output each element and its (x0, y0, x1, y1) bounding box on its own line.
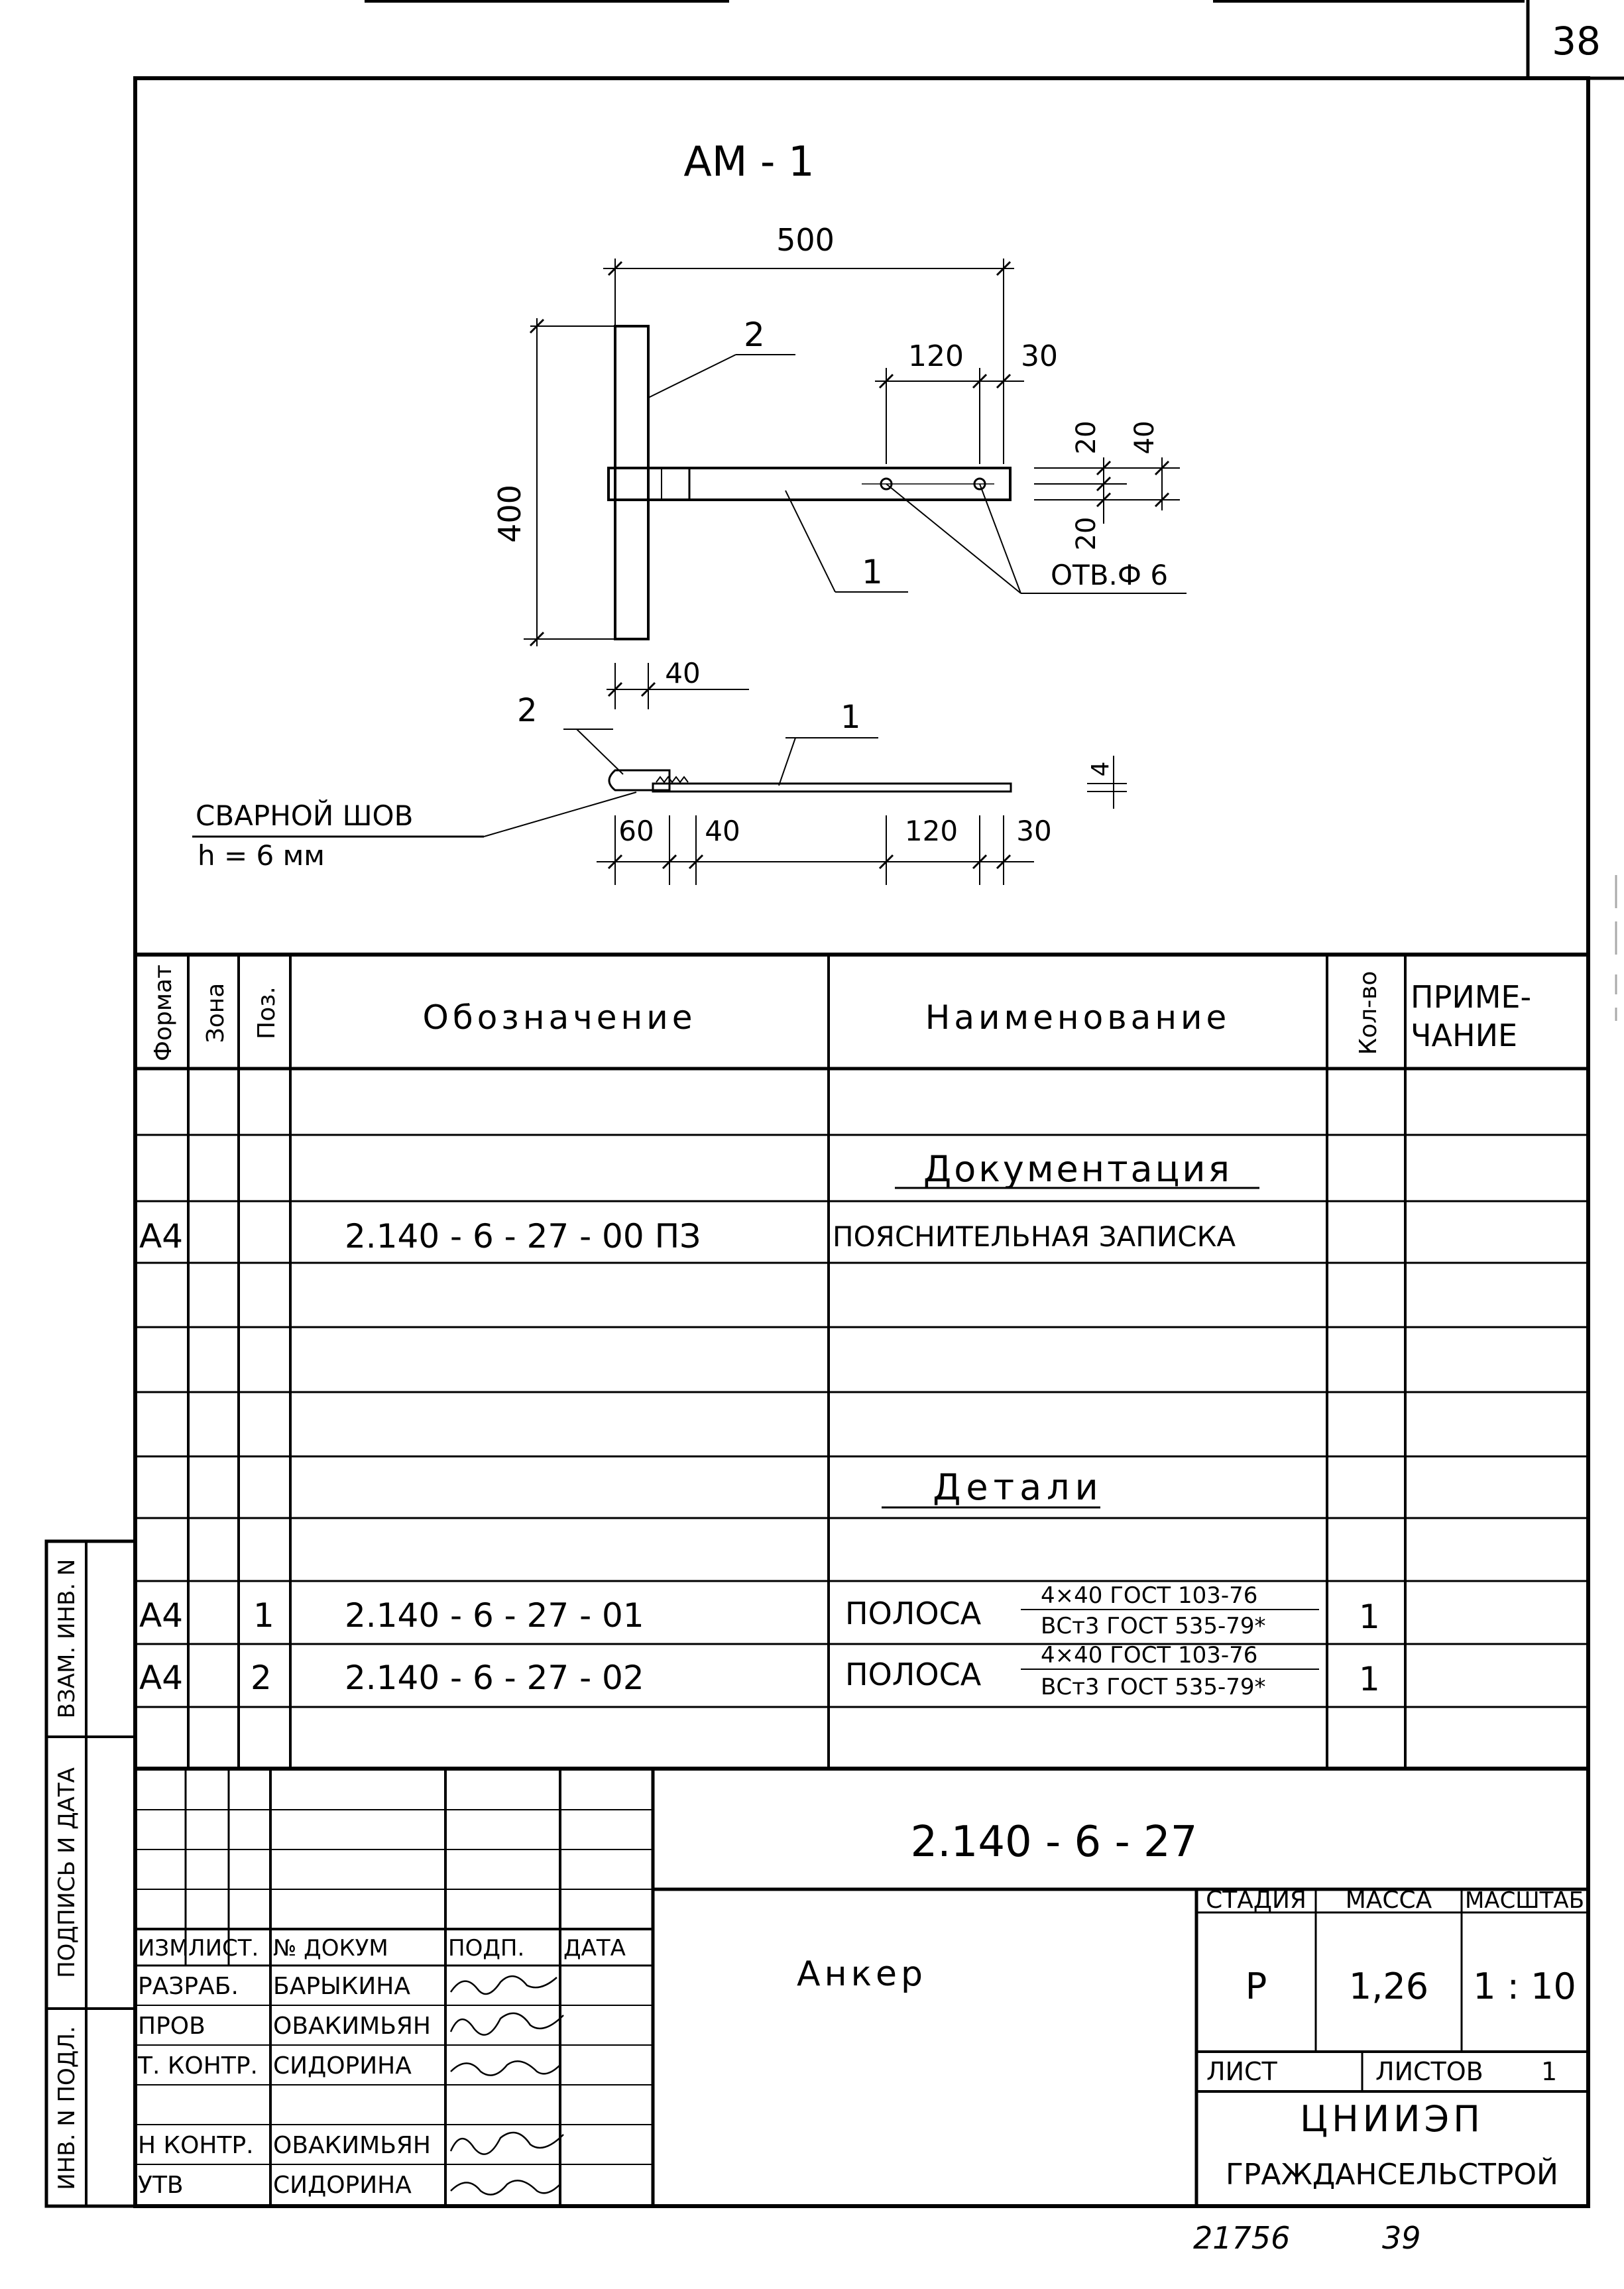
role: РАЗРАБ. (138, 1973, 239, 2000)
part-row-designation: 2.140 - 6 - 27 - 02 (345, 1659, 644, 1697)
header-qty: Кол-во (1355, 971, 1382, 1055)
footer-code: 21756 (1193, 2220, 1290, 2256)
section-documentation: Документация (923, 1148, 1232, 1190)
footer-page: 39 (1382, 2220, 1421, 2256)
hdr-podp: ПОДП. (448, 1935, 524, 1962)
part-row-name: ПОЛОСА (845, 1657, 982, 1692)
org-line-1: ЦНИИЭП (1300, 2098, 1484, 2140)
strip-sign-date: ПОДПИСЬ И ДАТА (54, 1767, 80, 1978)
org-line-2: ГРАЖДАНСЕЛЬСТРОЙ (1226, 2156, 1558, 2192)
part-row-qty: 1 (1359, 1660, 1380, 1698)
person-name: СИДОРИНА (273, 2172, 412, 2199)
header-note-1: ПРИМЕ- (1411, 979, 1531, 1015)
role: ПРОВ (138, 2013, 205, 2040)
scale-value: 1 : 10 (1473, 1966, 1576, 2007)
post-plate (614, 325, 650, 640)
callout-pos2-side: 2 (517, 692, 538, 729)
sheets-value: 1 (1541, 2057, 1557, 2086)
weld-note-label: СВАРНОЙ ШОВ (196, 799, 413, 832)
section-parts: Детали (933, 1466, 1104, 1508)
header-note-2: ЧАНИЕ (1411, 1018, 1517, 1053)
header-name: Наименование (925, 998, 1231, 1037)
doc-row-format: А4 (139, 1217, 183, 1256)
header-pos: Поз. (253, 986, 280, 1039)
signature (449, 1975, 564, 2196)
person-name: БАРЫКИНА (273, 1973, 410, 2000)
dim-side-30: 30 (1016, 815, 1051, 847)
part-row-name: ПОЛОСА (845, 1596, 982, 1631)
part-row-spec-bottom: ВСт3 ГОСТ 535-79* (1041, 1674, 1266, 1700)
role: Т. КОНТР. (137, 2052, 258, 2080)
dim-side-60: 60 (618, 815, 654, 847)
sheets-label: ЛИСТОВ (1375, 2057, 1483, 2086)
part-row-qty: 1 (1359, 1598, 1380, 1636)
part-row-designation: 2.140 - 6 - 27 - 01 (345, 1596, 644, 1635)
part-row-spec-bottom: ВСт3 ГОСТ 535-79* (1041, 1613, 1266, 1639)
strip-replace-inv: ВЗАМ. ИНВ. N (54, 1559, 80, 1719)
main-frame (133, 76, 1590, 2208)
stage-value: Р (1246, 1966, 1267, 2007)
left-strip: ИНВ. N ПОДЛ. ПОДПИСЬ И ДАТА ВЗАМ. ИНВ. N (44, 1539, 137, 2208)
strip-inv-orig: ИНВ. N ПОДЛ. (54, 2026, 80, 2190)
role: Н КОНТР. (138, 2132, 254, 2159)
dim-40: 40 (1130, 421, 1160, 455)
callout-pos2-top: 2 (744, 316, 765, 354)
anchor-drawing: АМ - 1 500 400 120 30 (192, 137, 1187, 885)
hdr-data: ДАТА (563, 1935, 626, 1962)
part-row-format: А4 (139, 1596, 183, 1635)
side-view-post (608, 769, 671, 792)
sheet-number: 38 (1552, 19, 1601, 64)
product-name: Анкер (797, 1954, 927, 1994)
title-block: 2.140 - 6 - 27 Анкер ИЗМ ЛИСТ. № ДОКУМ П… (135, 1769, 1588, 2206)
dim-thickness: 4 (1087, 762, 1114, 777)
part-row-format: А4 (139, 1659, 183, 1697)
hdr-ndoc: № ДОКУМ (273, 1935, 388, 1962)
dim-side-120: 120 (905, 815, 958, 847)
dim-20-top: 20 (1071, 421, 1102, 455)
drawing-title: АМ - 1 (683, 137, 814, 186)
person-name: СИДОРИНА (273, 2052, 412, 2080)
hdr-izm: ИЗМ (138, 1935, 189, 1962)
dim-end-offset: 30 (1021, 339, 1058, 373)
bar-plate (607, 467, 1012, 501)
sheet-label: ЛИСТ (1206, 2057, 1278, 2086)
stage-label: СТАДИЯ (1206, 1887, 1306, 1914)
side-view-bar (652, 782, 1012, 793)
callout-pos1-top: 1 (862, 553, 883, 591)
mass-value: 1,26 (1349, 1966, 1428, 2007)
hdr-list: ЛИСТ. (188, 1935, 259, 1962)
mass-label: МАССА (1346, 1887, 1432, 1914)
header-designation: Обозначение (423, 998, 697, 1037)
doc-number: 2.140 - 6 - 27 (911, 1818, 1198, 1867)
callout-pos1-side: 1 (841, 699, 861, 736)
header-zone: Зона (202, 983, 229, 1043)
person-name: ОВАКИМЬЯН (273, 2013, 431, 2040)
doc-row-designation: 2.140 - 6 - 27 - 00 ПЗ (345, 1217, 701, 1256)
dim-side-40: 40 (705, 815, 740, 847)
person-name: ОВАКИМЬЯН (273, 2132, 431, 2159)
dim-20-bottom: 20 (1071, 517, 1102, 551)
weld-note-size: h = 6 мм (198, 839, 325, 872)
part-row-spec-top: 4×40 ГОСТ 103-76 (1041, 1582, 1257, 1609)
part-row-pos: 2 (251, 1659, 272, 1697)
part-row-spec-top: 4×40 ГОСТ 103-76 (1041, 1642, 1257, 1669)
spec-table: Формат Зона Поз. Обозначение Наименовани… (135, 953, 1588, 1771)
doc-row-name: ПОЯСНИТЕЛЬНАЯ ЗАПИСКА (833, 1220, 1236, 1253)
callout-holes: ОТВ.Ф 6 (1051, 559, 1168, 591)
role: УТВ (138, 2172, 184, 2199)
dim-hole-spacing: 120 (908, 339, 964, 373)
dim-length: 500 (776, 222, 835, 258)
dim-post-width: 40 (665, 657, 700, 689)
part-row-pos: 1 (253, 1596, 274, 1635)
dim-height: 400 (492, 485, 528, 543)
sheet-number-box: 38 (365, 0, 1624, 80)
header-format: Формат (150, 965, 177, 1061)
scale-label: МАСШТАБ (1465, 1887, 1584, 1914)
